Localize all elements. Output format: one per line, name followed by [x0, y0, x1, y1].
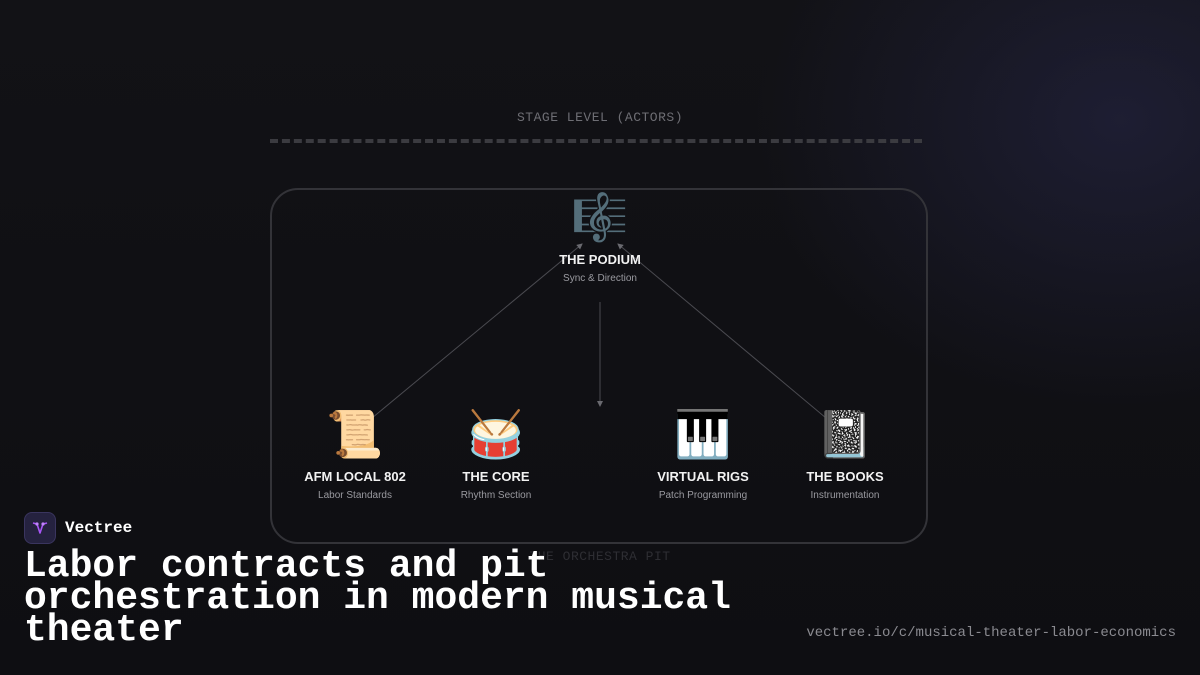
- node-title: VIRTUAL RIGS: [657, 469, 749, 484]
- node-subtitle: Instrumentation: [810, 490, 880, 501]
- orchestra-pit-label: THE ORCHESTRA PIT: [529, 549, 671, 564]
- orchestra-pit-boundary: [270, 188, 928, 544]
- source-url: vectree.io/c/musical-theater-labor-econo…: [806, 625, 1176, 641]
- brand: Vectree: [24, 512, 132, 544]
- node-podium: 🎼 THE PODIUM Sync & Direction: [510, 190, 690, 284]
- scroll-icon: 📜: [326, 408, 384, 460]
- connector-afm-to-podium: [371, 243, 583, 419]
- node-title: AFM LOCAL 802: [304, 469, 406, 484]
- node-the-core: 🥁 THE CORE Rhythm Section: [406, 407, 586, 501]
- node-title: THE CORE: [462, 469, 530, 484]
- notebook-icon: 📓: [816, 408, 874, 460]
- connector-books-to-podium: [617, 243, 827, 419]
- node-title: THE BOOKS: [806, 469, 884, 484]
- headline: Labor contracts and pit orchestration in…: [24, 545, 731, 652]
- node-the-books: 📓 THE BOOKS Instrumentation: [755, 407, 935, 501]
- musical-score-icon: 🎼: [571, 191, 629, 243]
- stage-divider-line: [270, 139, 922, 143]
- stage-level-label: STAGE LEVEL (ACTORS): [516, 110, 684, 125]
- drum-icon: 🥁: [467, 408, 525, 460]
- node-virtual-rigs: 🎹 VIRTUAL RIGS Patch Programming: [613, 407, 793, 501]
- node-subtitle: Patch Programming: [658, 490, 748, 501]
- node-afm-local-802: 📜 AFM LOCAL 802 Labor Standards: [265, 407, 445, 501]
- node-title: THE PODIUM: [559, 252, 641, 267]
- vectree-logo-icon: [24, 512, 56, 544]
- brand-name: Vectree: [65, 519, 133, 537]
- piano-keys-icon: 🎹: [674, 408, 732, 460]
- node-subtitle: Rhythm Section: [460, 490, 532, 501]
- node-subtitle: Sync & Direction: [563, 273, 637, 284]
- node-subtitle: Labor Standards: [318, 490, 392, 501]
